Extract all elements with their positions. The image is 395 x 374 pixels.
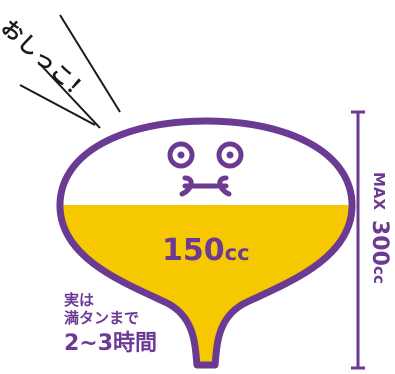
note-line-1: 実は xyxy=(64,291,95,309)
note-line-3: 2~3時間 xyxy=(64,331,158,356)
right-eye-icon xyxy=(216,141,244,169)
note-line-2: 満タンまで xyxy=(64,309,140,327)
emphasis-line-2 xyxy=(19,84,96,126)
full-time-note: 実は 満タンまで 2~3時間 xyxy=(64,291,157,357)
bladder-outline xyxy=(56,117,356,369)
max-capacity-label: MAX 300cc xyxy=(367,172,392,284)
max-word: MAX xyxy=(370,172,388,211)
emphasis-line-3 xyxy=(59,14,121,113)
left-eye-icon xyxy=(167,141,195,169)
current-volume-unit: cc xyxy=(224,241,250,265)
current-volume-label: 150cc xyxy=(162,236,250,266)
mouth-icon xyxy=(179,175,232,197)
max-amount: 300 xyxy=(367,220,392,267)
emphasis-line-1 xyxy=(37,61,101,129)
max-unit: cc xyxy=(370,266,388,284)
current-volume-amount: 150 xyxy=(162,233,225,268)
max-scale xyxy=(351,110,365,370)
